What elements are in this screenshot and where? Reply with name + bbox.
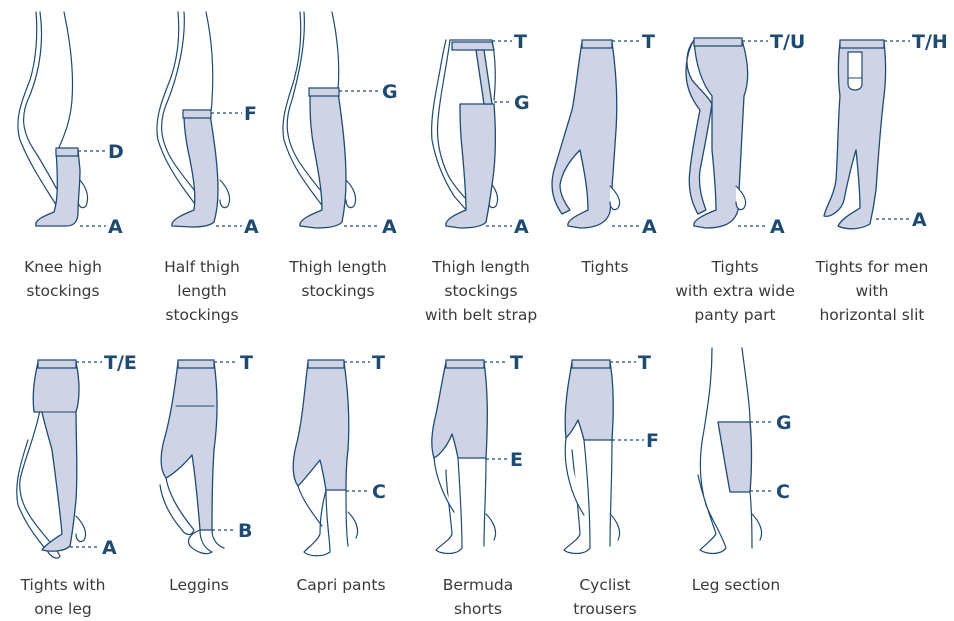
label-point: A bbox=[642, 216, 657, 238]
label-point: A bbox=[244, 216, 259, 238]
caption-line: Tights bbox=[580, 258, 628, 276]
label-point: G bbox=[382, 81, 398, 103]
caption-line: horizontal slit bbox=[819, 306, 924, 324]
caption-line: stockings bbox=[165, 306, 238, 324]
caption-line: Bermuda bbox=[443, 576, 514, 594]
caption-line: Knee high bbox=[24, 258, 102, 276]
figure-tights bbox=[552, 40, 620, 228]
label-point: A bbox=[382, 216, 397, 238]
figure-leggins bbox=[160, 360, 224, 554]
figure-belt-strap bbox=[432, 40, 498, 228]
figure-bermuda bbox=[432, 360, 496, 554]
label-point: C bbox=[776, 481, 790, 503]
caption-line: with extra wide bbox=[675, 282, 794, 300]
label-point: T bbox=[240, 352, 253, 374]
caption-line: Leggins bbox=[169, 576, 229, 594]
caption-line: Thigh length bbox=[431, 258, 530, 276]
label-point: D bbox=[108, 141, 124, 163]
label-point: T bbox=[510, 352, 523, 374]
caption-line: Tights with bbox=[20, 576, 106, 594]
caption-line: Leg section bbox=[692, 576, 781, 594]
caption-line: stockings bbox=[301, 282, 374, 300]
figure-thigh-length bbox=[283, 12, 356, 228]
label-point: T/U bbox=[770, 31, 805, 53]
label-point: C bbox=[372, 481, 386, 503]
caption-line: with belt strap bbox=[425, 306, 537, 324]
label-point: T bbox=[514, 31, 527, 53]
figure-half-thigh bbox=[157, 12, 230, 227]
label-point: T bbox=[642, 31, 655, 53]
caption-line: stockings bbox=[26, 282, 99, 300]
label-point: A bbox=[108, 216, 123, 238]
figure-capri bbox=[293, 360, 357, 556]
figure-tights-men bbox=[824, 40, 886, 229]
caption-line: Tights bbox=[710, 258, 758, 276]
caption-line: Half thigh bbox=[164, 258, 240, 276]
figure-one-leg bbox=[17, 360, 86, 558]
figure-leg-section bbox=[698, 348, 762, 554]
figure-cyclist bbox=[564, 360, 620, 554]
label-point: E bbox=[510, 449, 523, 471]
caption-line: length bbox=[177, 282, 226, 300]
caption-line: Capri pants bbox=[296, 576, 385, 594]
label-point: T/H bbox=[912, 31, 948, 53]
caption-line: shorts bbox=[454, 600, 502, 618]
caption-line: one leg bbox=[34, 600, 91, 618]
label-point: T bbox=[372, 352, 385, 374]
label-point: A bbox=[514, 216, 529, 238]
caption-line: Cyclist bbox=[579, 576, 630, 594]
label-point: F bbox=[646, 430, 659, 452]
label-point: G bbox=[514, 92, 530, 114]
label-point: B bbox=[238, 520, 252, 542]
caption-line: Thigh length bbox=[288, 258, 387, 276]
caption-line: stockings bbox=[444, 282, 517, 300]
label-point: T bbox=[638, 352, 651, 374]
label-point: A bbox=[102, 537, 117, 559]
label-point: G bbox=[776, 412, 792, 434]
caption-line: with bbox=[856, 282, 889, 300]
figure-tights-wide bbox=[686, 38, 748, 228]
caption-line: Tights for men bbox=[815, 258, 929, 276]
label-point: A bbox=[912, 209, 927, 231]
caption-line: panty part bbox=[694, 306, 775, 324]
label-point: A bbox=[770, 216, 785, 238]
label-point: T/E bbox=[104, 352, 137, 374]
label-point: F bbox=[244, 103, 257, 125]
caption-line: trousers bbox=[573, 600, 636, 618]
figure-knee-high bbox=[18, 12, 88, 226]
